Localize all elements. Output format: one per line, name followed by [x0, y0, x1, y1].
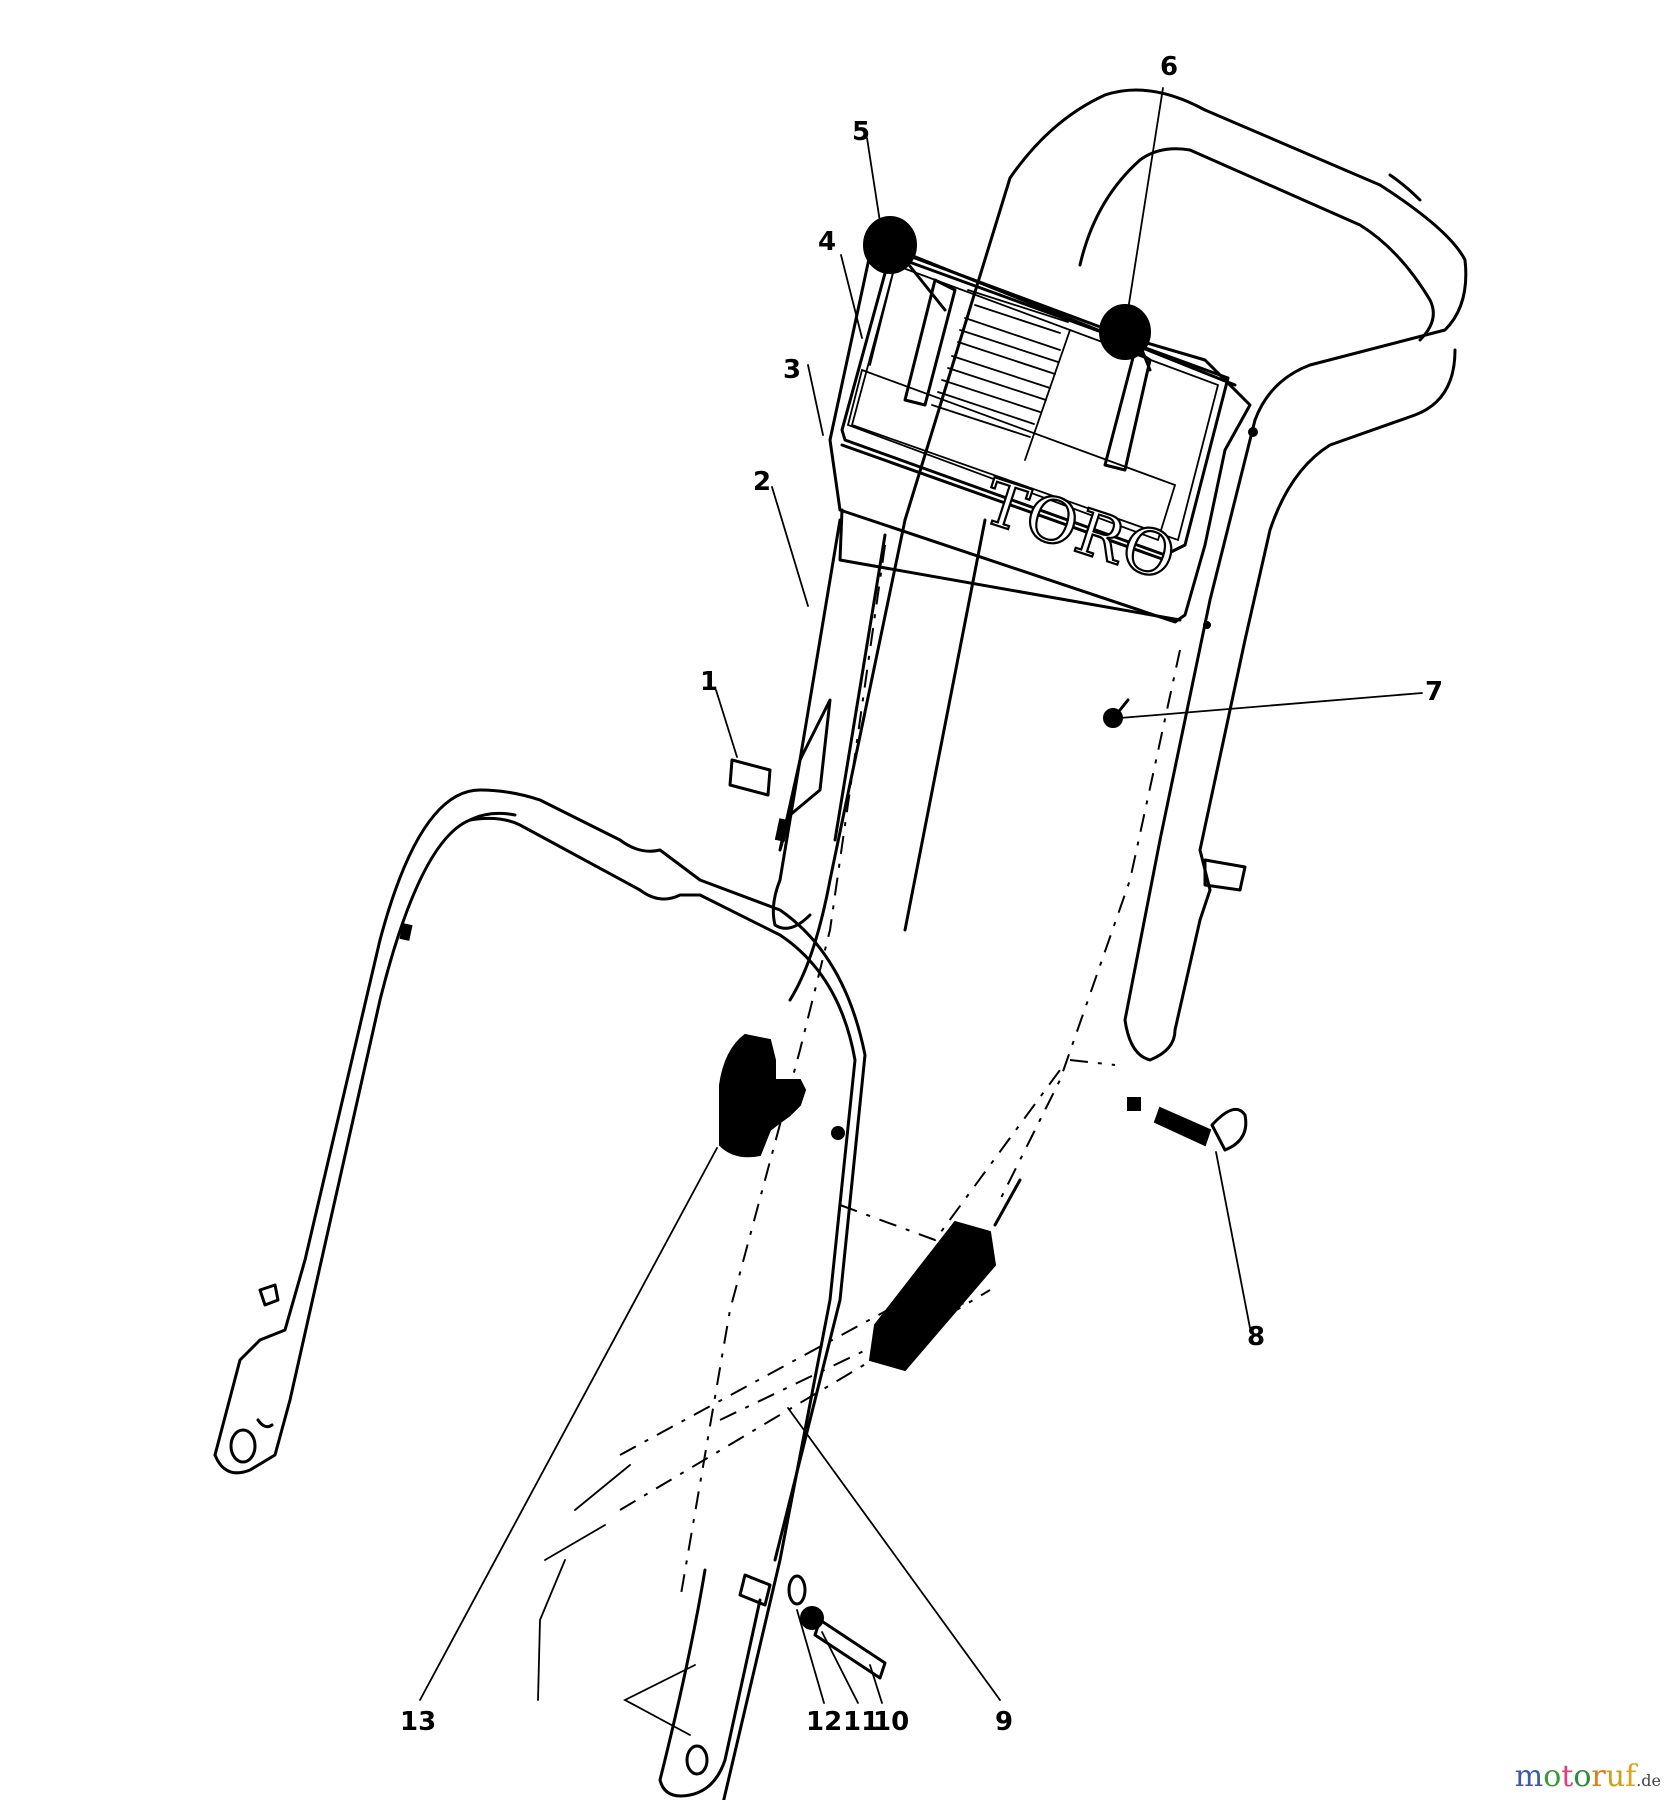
callout-4: 4	[818, 227, 836, 257]
handle-bumper-right	[1203, 858, 1247, 892]
control-panel: TORO	[828, 238, 1252, 624]
cable-housing	[537, 1178, 1022, 1701]
decal	[931, 289, 1071, 461]
callout-7: 7	[1425, 677, 1443, 707]
callout-2: 2	[753, 467, 771, 497]
slot-right	[1103, 348, 1152, 472]
cable-dash	[679, 544, 886, 1601]
cable-routing-dash	[839, 1069, 1061, 1242]
callout-6: 6	[1160, 52, 1178, 82]
watermark-logo: motoruf.de	[1514, 1759, 1661, 1794]
callout-13: 13	[400, 1707, 436, 1737]
pin	[813, 1618, 887, 1680]
handle-knob	[719, 1033, 845, 1158]
mount-hole	[685, 1744, 709, 1776]
control-knob-right	[1099, 304, 1152, 372]
handle-bumper-left	[728, 758, 772, 797]
lower-handle	[213, 788, 867, 1800]
carriage-bolt	[1127, 1097, 1248, 1152]
slot-left	[903, 278, 957, 407]
callout-12: 12	[806, 1707, 842, 1737]
rivet-icon	[1248, 427, 1258, 437]
callout-10: 10	[873, 1707, 909, 1737]
rivet-icon	[1203, 621, 1211, 629]
bolt-alignment-dash	[1069, 1059, 1116, 1066]
washer	[800, 1606, 824, 1630]
hairpin-cotter	[787, 1574, 807, 1606]
mount-hole	[229, 1428, 257, 1464]
leader-lines	[419, 87, 1423, 1704]
callout-5: 5	[852, 117, 870, 147]
screw	[1103, 698, 1130, 728]
cable-dash	[999, 649, 1181, 1201]
pin-assembly	[738, 1573, 887, 1680]
callout-labels: 1 2 3 4 5 6 7 8 9 10 11 12 13	[400, 52, 1443, 1737]
callout-8: 8	[1247, 1322, 1265, 1352]
brand-logo: TORO	[975, 465, 1186, 596]
rivet-icon	[831, 1126, 845, 1140]
callout-11: 11	[843, 1707, 879, 1737]
control-knob-left	[863, 216, 947, 312]
upper-handle	[788, 88, 1468, 1062]
sleeve	[738, 1573, 772, 1607]
callout-3: 3	[783, 355, 801, 385]
upper-handle-left-leg	[771, 518, 887, 930]
callout-9: 9	[995, 1707, 1013, 1737]
callout-1: 1	[700, 667, 718, 697]
